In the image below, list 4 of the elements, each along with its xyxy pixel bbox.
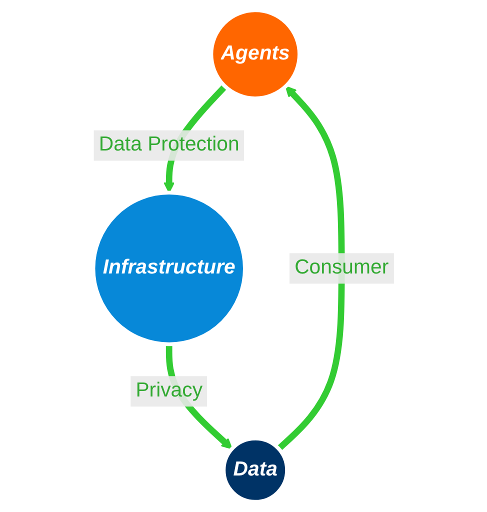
edge-label: Consumer xyxy=(294,256,389,279)
arrow xyxy=(276,86,345,452)
edge-label: Data Protection xyxy=(98,134,240,156)
edge-label: Privacy xyxy=(136,380,203,402)
